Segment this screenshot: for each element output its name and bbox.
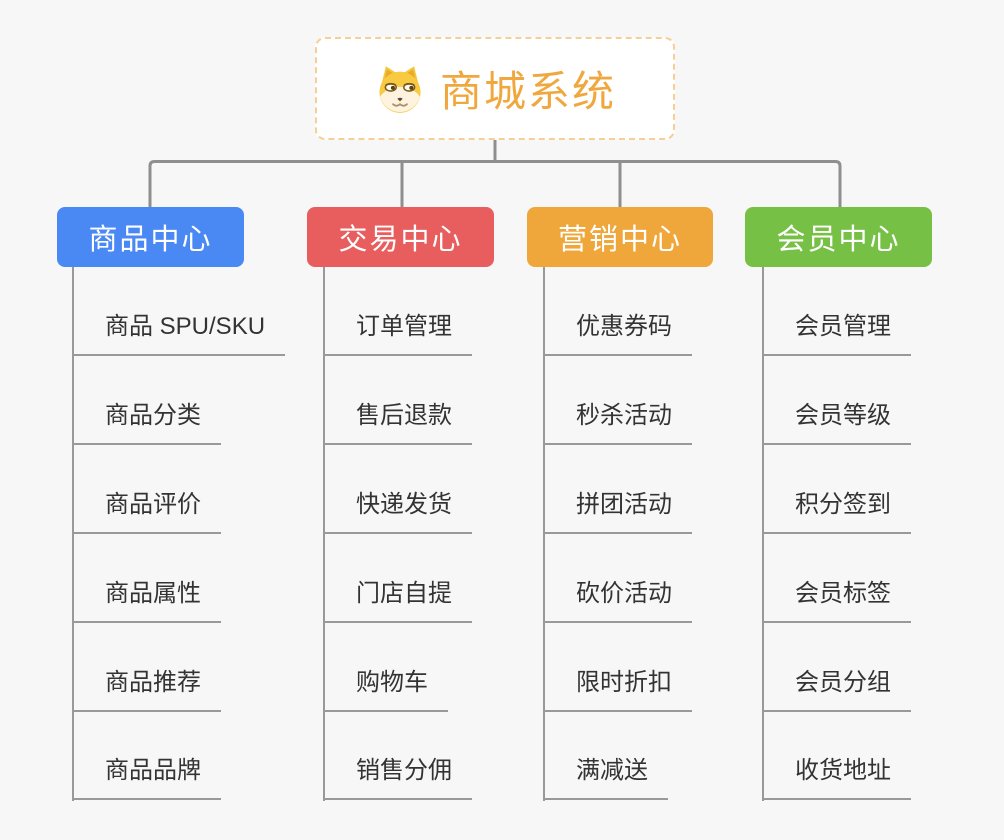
branch-spine-line (323, 267, 325, 801)
leaf-node[interactable]: 积分签到 (762, 488, 911, 534)
leaf-node[interactable]: 会员标签 (762, 577, 911, 623)
leaf-node[interactable]: 商品属性 (72, 577, 221, 623)
branch-header-trade-center[interactable]: 交易中心 (307, 207, 494, 267)
leaf-node[interactable]: 售后退款 (323, 399, 472, 445)
leaf-node[interactable]: 商品 SPU/SKU (72, 310, 286, 356)
root-title: 商城系统 (439, 68, 616, 115)
branch-header-product-center[interactable]: 商品中心 (57, 207, 244, 267)
leaf-node[interactable]: 收货地址 (762, 754, 911, 800)
leaf-node[interactable]: 商品推荐 (72, 666, 221, 712)
leaf-node[interactable]: 秒杀活动 (543, 399, 692, 445)
branch-header-member-center[interactable]: 会员中心 (745, 207, 932, 267)
leaf-node[interactable]: 限时折扣 (543, 666, 692, 712)
leaf-node[interactable]: 会员管理 (762, 310, 911, 356)
leaf-node[interactable]: 会员分组 (762, 666, 911, 712)
leaf-node[interactable]: 快递发货 (323, 488, 472, 534)
leaf-node[interactable]: 砍价活动 (543, 577, 692, 623)
branch-header-marketing-center[interactable]: 营销中心 (527, 207, 713, 267)
leaf-node[interactable]: 商品分类 (72, 399, 221, 445)
root-node-mall-system[interactable]: 商城系统 (315, 37, 675, 140)
branch-spine-line (543, 267, 545, 801)
leaf-node[interactable]: 门店自提 (323, 577, 472, 623)
leaf-node[interactable]: 商品评价 (72, 488, 221, 534)
leaf-node[interactable]: 优惠券码 (543, 310, 692, 356)
shiba-dog-icon (374, 63, 426, 115)
leaf-node[interactable]: 商品品牌 (72, 754, 221, 800)
leaf-node[interactable]: 会员等级 (762, 399, 911, 445)
branch-spine-line (72, 267, 74, 801)
leaf-node[interactable]: 满减送 (543, 754, 668, 800)
leaf-node[interactable]: 拼团活动 (543, 488, 692, 534)
branch-spine-line (762, 267, 764, 801)
leaf-node[interactable]: 购物车 (323, 666, 448, 712)
leaf-node[interactable]: 销售分佣 (323, 754, 472, 800)
leaf-node[interactable]: 订单管理 (323, 310, 472, 356)
